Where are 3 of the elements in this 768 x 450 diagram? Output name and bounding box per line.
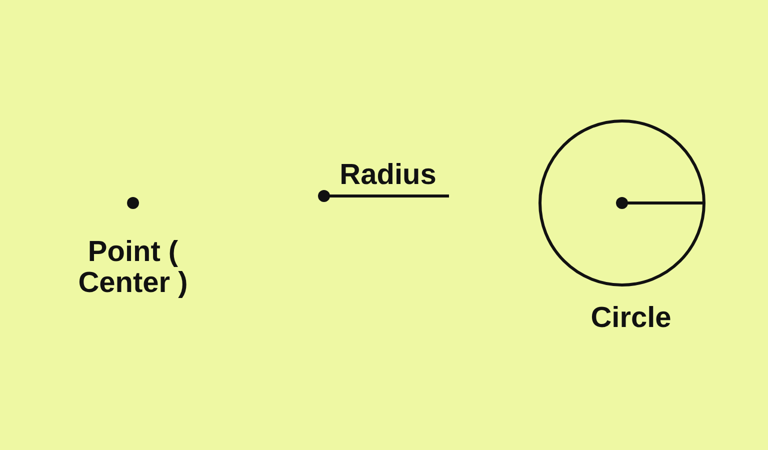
point-label: Point ( Center ) — [77, 237, 189, 299]
circle-label: Circle — [590, 303, 672, 334]
radius-label: Radius — [338, 160, 438, 191]
